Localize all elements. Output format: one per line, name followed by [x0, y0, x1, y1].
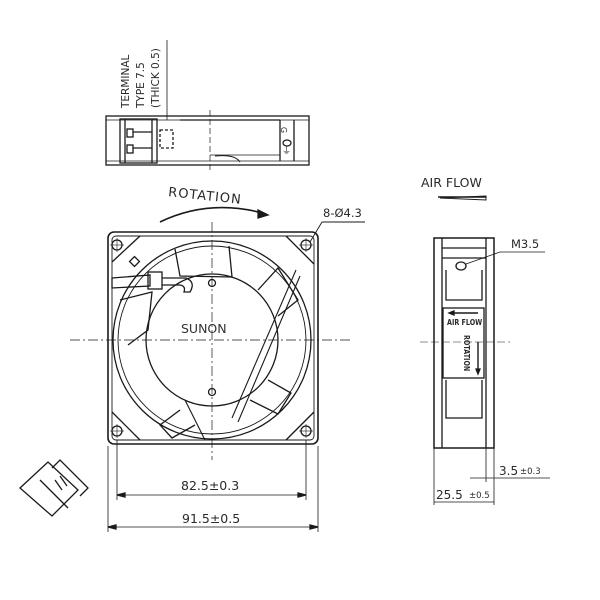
- airflow-label: AIR FLOW: [421, 175, 482, 190]
- top-view: [105, 40, 310, 172]
- terminal-note-line1: TERMINAL: [120, 54, 132, 108]
- side-airflow-label: AIR FLOW: [447, 318, 483, 327]
- flange-dimension-value: 3.5: [499, 464, 519, 478]
- ground-icon: ⏚: [282, 147, 292, 157]
- side-rotation-label: ROTATION: [462, 335, 471, 372]
- terminal-note-line3: (THICK 0.5): [150, 48, 162, 108]
- side-view: [420, 237, 550, 505]
- ground-g-label: G: [279, 126, 289, 134]
- hole-spacing-dimension: 82.5±0.3: [181, 478, 240, 493]
- flange-dimension-tolerance: ±0.3: [520, 467, 541, 477]
- front-view: [70, 222, 350, 460]
- overall-width-dimension: 91.5±0.5: [182, 511, 241, 526]
- depth-dimension-value: 25.5: [436, 488, 463, 502]
- mounting-holes-label: 8-Ø4.3: [323, 206, 362, 220]
- terminal-note-line2: TYPE 7.5: [135, 62, 147, 108]
- connector-view: [19, 459, 89, 517]
- brand-logo: SUNON: [181, 321, 227, 336]
- screw-label: M3.5: [511, 237, 540, 251]
- depth-dimension-tolerance: ±0.5: [469, 491, 490, 501]
